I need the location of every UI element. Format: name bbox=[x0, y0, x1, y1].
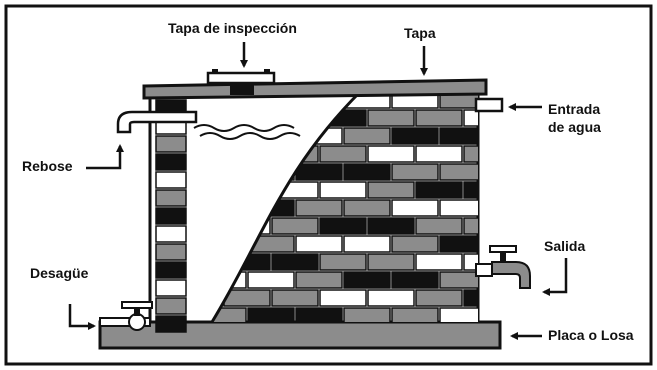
wall-brick bbox=[463, 109, 478, 127]
column-brick bbox=[155, 279, 187, 297]
wall-brick bbox=[439, 199, 478, 217]
outer-border bbox=[4, 4, 653, 366]
drain-valve bbox=[99, 301, 153, 331]
wall-brick bbox=[343, 199, 391, 217]
wall-brick bbox=[439, 163, 478, 181]
wall-brick bbox=[295, 235, 343, 253]
column-brick bbox=[155, 171, 187, 189]
arrow-drain bbox=[68, 304, 96, 330]
label-water-inlet-line1: Entrada bbox=[548, 101, 601, 117]
wall-brick bbox=[439, 235, 478, 253]
wall-brick bbox=[367, 145, 415, 163]
wall-brick bbox=[415, 109, 463, 127]
wall-brick bbox=[463, 181, 478, 199]
tank-lid bbox=[142, 78, 488, 100]
wall-brick bbox=[367, 181, 415, 199]
wall-brick bbox=[439, 307, 478, 322]
wall-brick bbox=[463, 289, 478, 307]
label-outlet: Salida bbox=[544, 238, 586, 254]
column-brick bbox=[155, 261, 187, 279]
wall-brick bbox=[343, 127, 391, 145]
wall-brick bbox=[391, 199, 439, 217]
wall-brick bbox=[319, 253, 367, 271]
wall-brick bbox=[367, 217, 415, 235]
wall-brick bbox=[343, 163, 391, 181]
wall-brick bbox=[223, 289, 271, 307]
wall-brick bbox=[319, 217, 367, 235]
wall-brick bbox=[391, 127, 439, 145]
label-water-inlet-line2: de agua bbox=[548, 119, 601, 135]
wall-brick bbox=[367, 109, 415, 127]
wall-brick bbox=[295, 199, 343, 217]
wall-brick bbox=[391, 163, 439, 181]
wall-brick bbox=[463, 253, 478, 271]
wall-brick bbox=[463, 217, 478, 235]
wall-brick bbox=[271, 253, 319, 271]
column-brick bbox=[155, 189, 187, 207]
wall-brick bbox=[439, 127, 478, 145]
wall-brick bbox=[463, 145, 478, 163]
label-overflow: Rebose bbox=[22, 158, 73, 174]
wall-brick bbox=[439, 92, 478, 109]
wall-brick bbox=[319, 289, 367, 307]
wall-brick bbox=[343, 235, 391, 253]
inspection-lid bbox=[206, 69, 276, 95]
wall-brick bbox=[295, 307, 343, 322]
cutaway-edge bbox=[210, 90, 362, 323]
water-inlet-pipe bbox=[474, 97, 504, 113]
wall-brick bbox=[367, 253, 415, 271]
wall-brick bbox=[343, 307, 391, 322]
wall-brick bbox=[415, 217, 463, 235]
outlet-faucet bbox=[475, 245, 531, 289]
wall-brick bbox=[271, 217, 319, 235]
column-brick bbox=[155, 153, 187, 171]
wall-brick bbox=[343, 271, 391, 289]
wall-brick bbox=[415, 181, 463, 199]
column-brick bbox=[155, 207, 187, 225]
wall-brick bbox=[415, 145, 463, 163]
left-wall-column bbox=[155, 99, 187, 333]
wall-brick bbox=[295, 163, 343, 181]
column-brick bbox=[155, 297, 187, 315]
label-arrows bbox=[68, 42, 568, 340]
label-lid: Tapa bbox=[404, 25, 436, 41]
wall-brick bbox=[415, 289, 463, 307]
wall-brick bbox=[295, 271, 343, 289]
column-brick bbox=[155, 243, 187, 261]
wall-brick bbox=[391, 307, 439, 322]
wall-brick bbox=[391, 235, 439, 253]
water-surface bbox=[193, 124, 301, 140]
wall-brick bbox=[415, 253, 463, 271]
column-brick bbox=[155, 135, 187, 153]
wall-brick bbox=[319, 181, 367, 199]
overflow-pipe bbox=[116, 110, 198, 134]
column-brick bbox=[155, 315, 187, 333]
wall-brick bbox=[212, 307, 247, 322]
label-base-slab: Placa o Losa bbox=[548, 327, 634, 343]
wall-brick bbox=[247, 271, 295, 289]
wall-brick bbox=[247, 307, 295, 322]
wall-brick bbox=[391, 271, 439, 289]
label-inspection-lid: Tapa de inspección bbox=[168, 20, 297, 36]
wall-brick bbox=[439, 271, 478, 289]
wall-brick bbox=[367, 289, 415, 307]
label-drain: Desagüe bbox=[30, 265, 89, 281]
arrow-outlet bbox=[542, 258, 568, 296]
wall-brick bbox=[319, 145, 367, 163]
column-brick bbox=[155, 225, 187, 243]
wall-brick bbox=[271, 289, 319, 307]
arrow-overflow bbox=[86, 144, 124, 170]
